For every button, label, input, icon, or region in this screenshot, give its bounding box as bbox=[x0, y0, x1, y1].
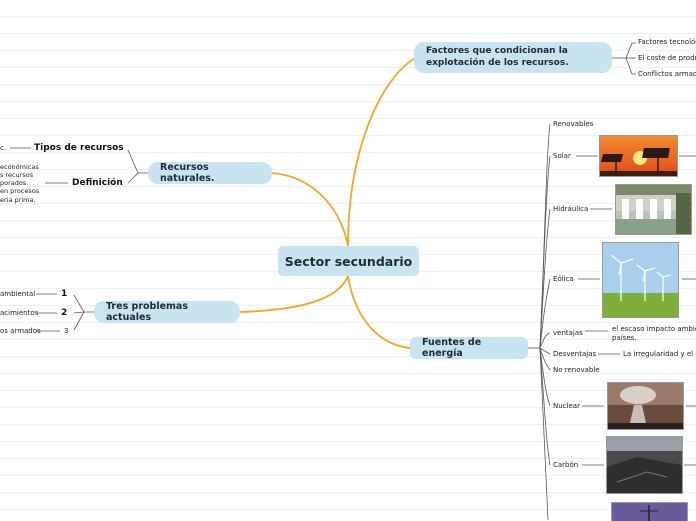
fuente-nuclear[interactable]: Nuclear bbox=[553, 402, 580, 410]
wind-turbines-image[interactable] bbox=[602, 242, 679, 318]
nuclear-icon bbox=[608, 383, 683, 429]
ventajas-line: países. bbox=[612, 333, 637, 342]
factor-item[interactable]: El coste de produc bbox=[638, 54, 696, 62]
definicion-line: porados. bbox=[0, 179, 29, 188]
central-topic[interactable]: Sector secundario bbox=[278, 246, 419, 276]
dam-icon bbox=[616, 185, 691, 234]
problema-number[interactable]: 3 bbox=[64, 327, 69, 335]
topic-problemas[interactable]: Tres problemas actuales bbox=[94, 301, 240, 323]
problema-text: os armados bbox=[0, 327, 41, 335]
fuente-eolica[interactable]: Eólica bbox=[553, 275, 574, 283]
topic-fuentes[interactable]: Fuentes de energía bbox=[410, 337, 528, 359]
solar-panel-image[interactable] bbox=[599, 135, 678, 177]
definicion-text: económicas s recursos porados. en proces… bbox=[0, 163, 39, 204]
factor-item[interactable]: Conflictos armad bbox=[638, 70, 696, 78]
tipos-recursos-text: c. bbox=[0, 144, 7, 152]
fuente-carbon[interactable]: Carbón bbox=[553, 461, 579, 469]
fuente-no-renovable[interactable]: No renovable bbox=[553, 366, 600, 374]
problema-number[interactable]: 2 bbox=[61, 308, 68, 318]
coal-mine-image[interactable] bbox=[606, 436, 683, 494]
hydro-dam-image[interactable] bbox=[615, 184, 692, 235]
fuente-solar[interactable]: Solar bbox=[553, 152, 571, 160]
ventajas-text: el escaso impacto ambien países. bbox=[612, 325, 696, 343]
nuclear-plant-image[interactable] bbox=[607, 382, 684, 430]
ventajas-line: el escaso impacto ambien bbox=[612, 325, 696, 333]
problema-number[interactable]: 1 bbox=[61, 289, 68, 299]
problema-text: acimientos bbox=[0, 309, 39, 317]
definicion-line: económicas bbox=[0, 163, 39, 171]
definicion-line: s recursos bbox=[0, 171, 34, 180]
coal-icon bbox=[607, 437, 682, 493]
desventajas-text: La irregularidad y el d bbox=[623, 350, 696, 358]
definicion-label[interactable]: Definición bbox=[72, 178, 123, 188]
factor-item[interactable]: Factores tecnológ bbox=[638, 38, 696, 46]
power-lines-image[interactable] bbox=[611, 502, 688, 521]
definicion-line: en procesos bbox=[0, 187, 40, 196]
definicion-line: eria prima. bbox=[0, 195, 36, 204]
fuente-desventajas[interactable]: Desventajas bbox=[553, 350, 597, 358]
fuente-ventajas[interactable]: ventajas bbox=[553, 329, 583, 337]
power-line-icon bbox=[612, 503, 687, 521]
topic-recursos[interactable]: Recursos naturales. bbox=[148, 162, 272, 184]
tipos-recursos-label[interactable]: Tipos de recursos bbox=[34, 143, 124, 153]
solar-sunset-icon bbox=[600, 136, 677, 176]
fuente-renovables[interactable]: Renovables bbox=[553, 120, 594, 128]
wind-turbine-icon bbox=[603, 243, 678, 317]
problema-text: ambiental bbox=[0, 290, 36, 298]
fuente-hidraulica[interactable]: Hidráulica bbox=[553, 205, 589, 213]
topic-factores[interactable]: Factores que condicionan la explotación … bbox=[414, 42, 612, 73]
